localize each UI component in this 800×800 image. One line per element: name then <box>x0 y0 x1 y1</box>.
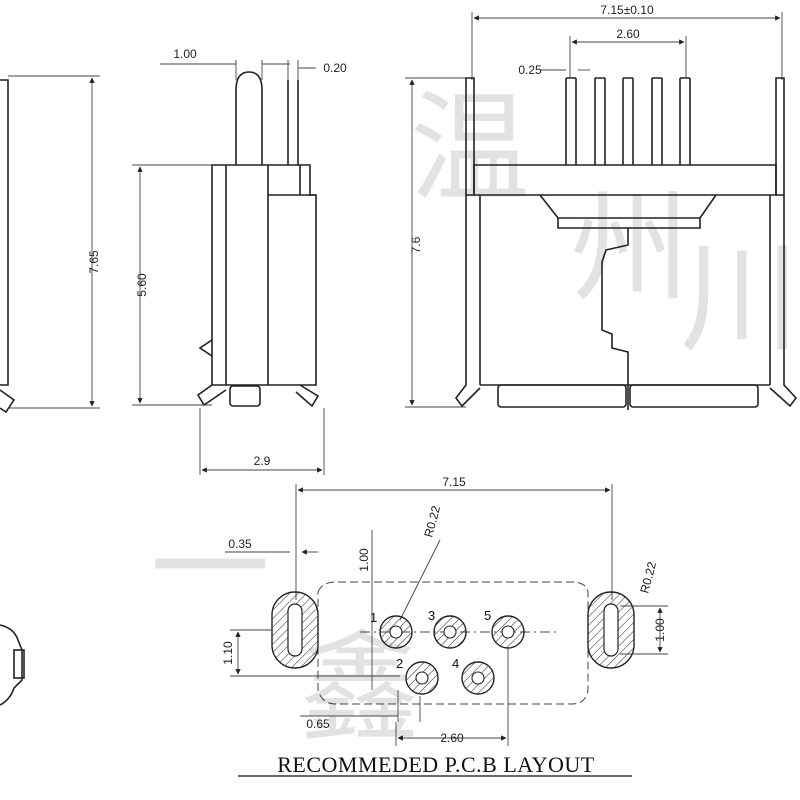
side-pin-dim: 0.20 <box>323 61 347 75</box>
front-pin <box>651 78 663 165</box>
pin-number: 3 <box>428 608 435 623</box>
side-view: 1.00 0.20 5.60 2.9 <box>132 47 347 475</box>
leader-line <box>399 539 441 621</box>
pin-number: 2 <box>396 656 403 671</box>
side-body-lines <box>225 165 301 385</box>
watermark-char: 一 <box>150 500 270 639</box>
pin-number: 1 <box>370 610 377 625</box>
pcb-outline <box>317 581 589 705</box>
front-top-band <box>473 164 777 196</box>
left-view: 7.65 <box>0 75 101 706</box>
front-foot-right <box>769 195 798 408</box>
side-shell-tab <box>235 71 263 165</box>
pcb-layout: 7.15 0.35 1.00 R0.22 R0.22 1.00 1.10 <box>221 475 668 777</box>
side-pin <box>287 80 299 165</box>
front-foot-left <box>454 195 481 408</box>
pcb-left-slot-hole <box>287 603 303 657</box>
pcb-row-offset-dim: 1.10 <box>221 641 235 665</box>
front-cavity-lip <box>557 218 701 229</box>
watermark: 温 州 川 一 鑫 <box>150 80 800 759</box>
side-foot-left <box>196 384 227 407</box>
front-pin <box>622 78 634 165</box>
pcb-pad-radius-dim: R0.22 <box>421 504 443 539</box>
pcb-pad-hole <box>501 625 515 639</box>
front-width-dim: 7.15±0.10 <box>600 3 654 17</box>
front-pin-width-dim: 0.25 <box>518 63 542 77</box>
front-seam <box>601 228 629 410</box>
pcb-pad-offset-dim: 0.65 <box>306 717 330 731</box>
pcb-right-radius-dim: R0.22 <box>637 560 659 595</box>
pcb-layout-title: RECOMMEDED P.C.B LAYOUT <box>277 752 595 777</box>
watermark-char: 川 <box>680 230 800 369</box>
pcb-slot-width-dim: 0.35 <box>228 537 252 551</box>
front-height-dim: 7.6 <box>409 236 423 253</box>
watermark-char: 州 <box>570 180 690 319</box>
pin-number: 5 <box>484 608 491 623</box>
left-view-foot <box>0 389 16 414</box>
front-bottom-pad-left <box>497 384 627 408</box>
left-view-outline <box>0 79 9 386</box>
left-partial-part <box>0 624 23 706</box>
side-top-width-dim: 1.00 <box>173 47 197 61</box>
front-pin <box>565 78 577 165</box>
side-height-dim: 5.60 <box>135 273 149 297</box>
pin-number: 4 <box>452 656 459 671</box>
front-pin <box>679 78 691 165</box>
pcb-pad-hole <box>443 625 457 639</box>
side-body <box>211 164 317 386</box>
pcb-pad-hole <box>471 671 485 685</box>
pcb-pitch-dim: 2.60 <box>440 731 464 745</box>
side-width-dim: 2.9 <box>254 454 271 468</box>
left-height-dim: 7.65 <box>87 250 101 274</box>
pcb-pad-hole <box>389 625 403 639</box>
pcb-right-len-dim: 1.00 <box>653 618 667 642</box>
pcb-slot-len-dim: 1.00 <box>357 548 371 572</box>
front-bottom-pad-right <box>629 384 759 408</box>
pcb-right-slot-hole <box>603 603 619 657</box>
watermark-char: 温 <box>410 80 530 219</box>
side-bottom-pad <box>229 385 261 407</box>
pcb-pad-hole <box>415 671 429 685</box>
pcb-width-dim: 7.15 <box>442 475 466 489</box>
side-latch <box>198 339 213 357</box>
pcb-pads <box>379 615 525 695</box>
front-pitch-dim: 2.60 <box>616 27 640 41</box>
front-body-sides <box>479 195 771 385</box>
front-pins <box>565 77 691 165</box>
front-cavity-top <box>539 194 717 219</box>
front-pin <box>594 78 606 165</box>
left-partial-tab <box>13 649 25 679</box>
side-foot-right <box>295 384 320 408</box>
front-shell-post-right <box>775 77 785 196</box>
front-view: 7.15±0.10 2.60 0.25 <box>405 3 798 410</box>
